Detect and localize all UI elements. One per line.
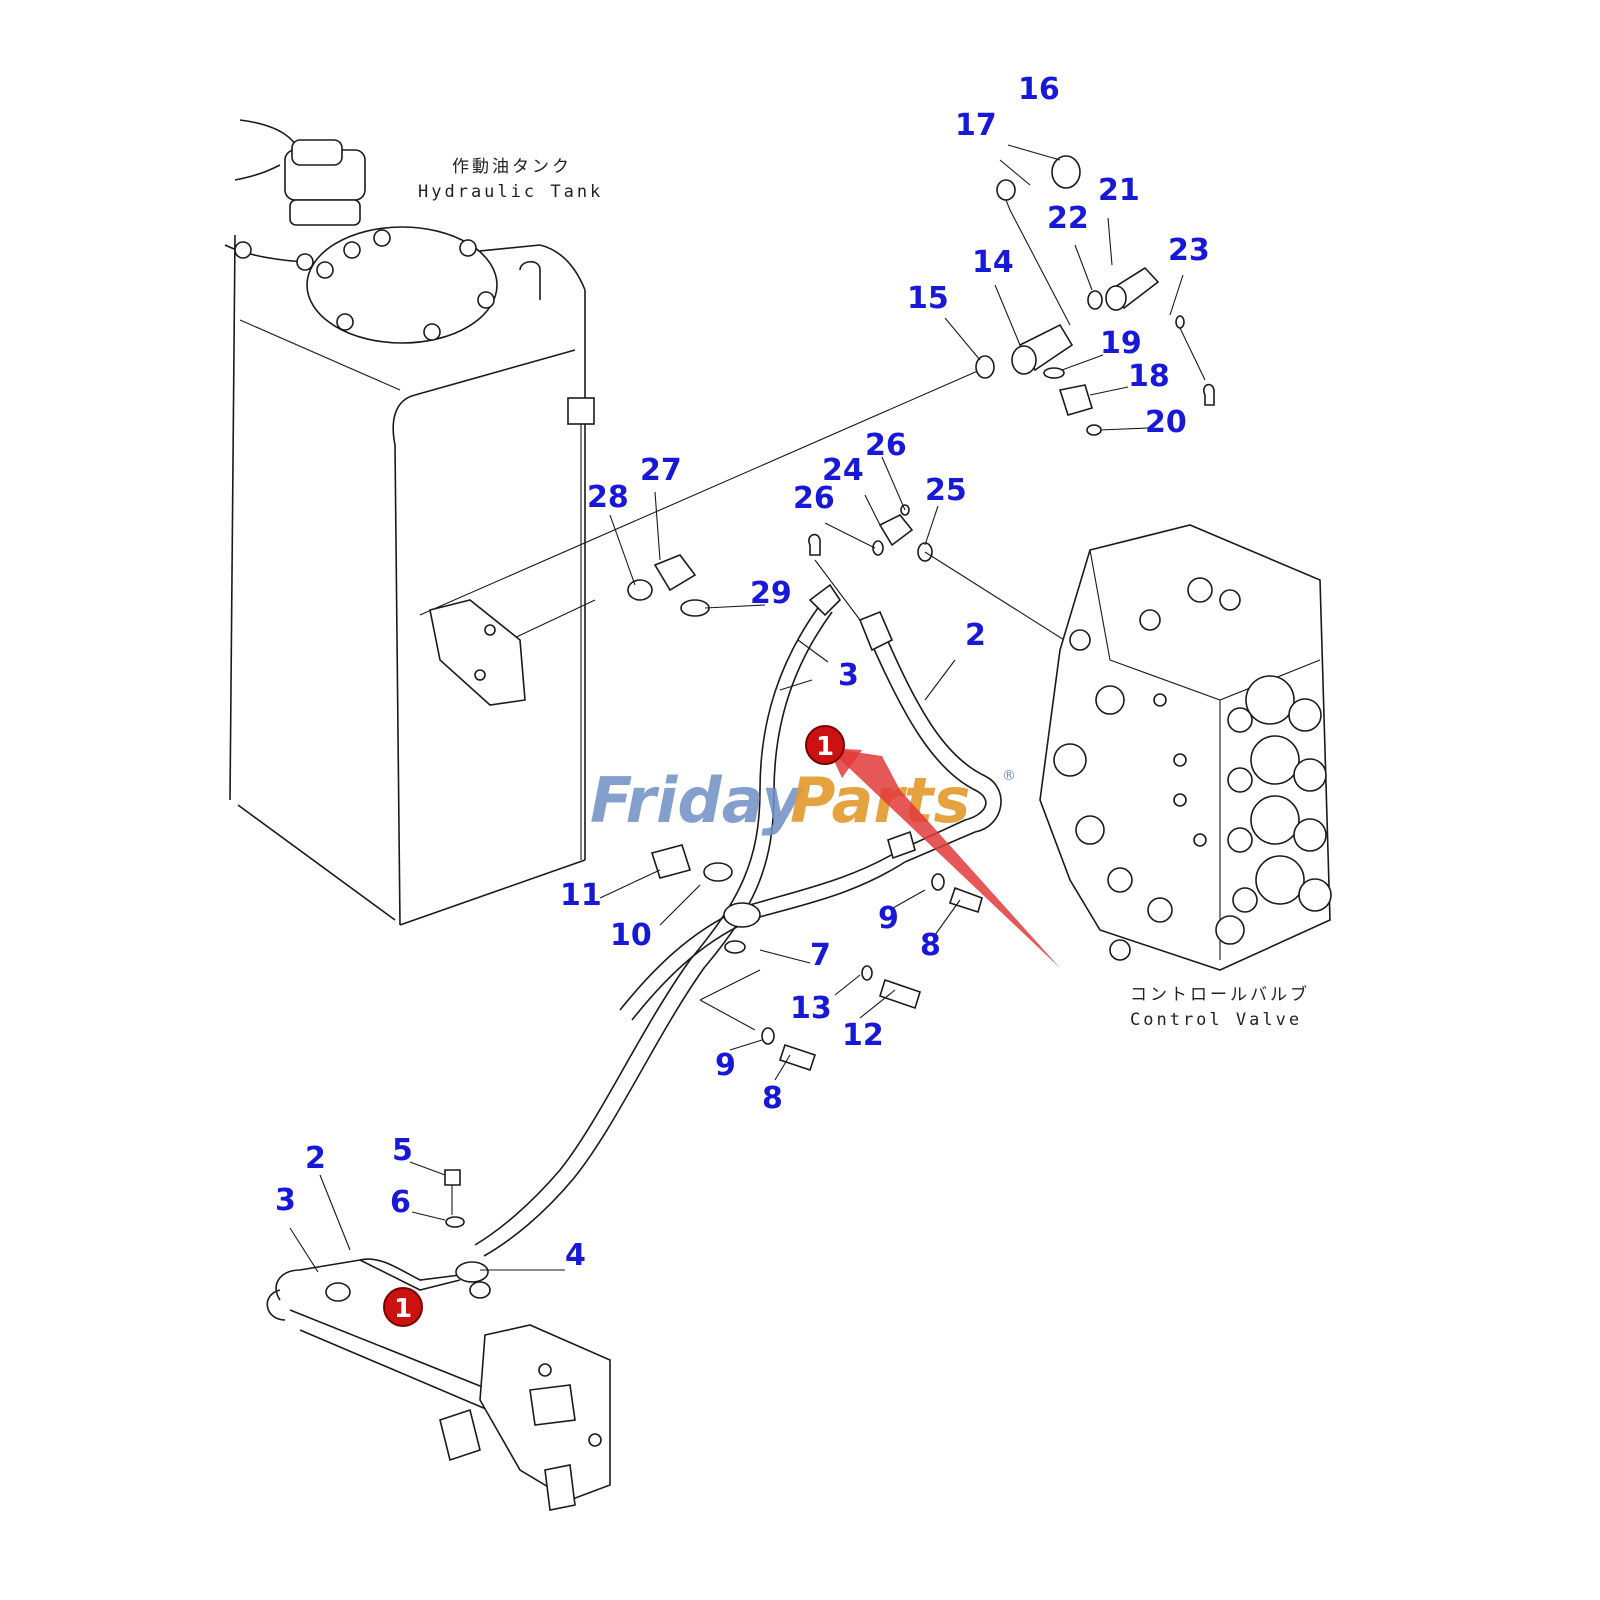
callout-labels: 16 17 21 22 23 14 15 19 18 20 26 24 26 2… xyxy=(275,72,1210,1273)
callout-20: 20 xyxy=(1145,405,1187,440)
hydraulic-tank xyxy=(224,119,595,926)
callout-15: 15 xyxy=(907,281,949,316)
callout-12: 12 xyxy=(842,1018,884,1053)
watermark-registered: ® xyxy=(1002,768,1016,784)
watermark-friday: Friday xyxy=(590,764,805,837)
callout-26-top: 26 xyxy=(865,428,907,463)
callout-26: 26 xyxy=(793,481,835,516)
captions: 作動油タンク Hydraulic Tank コントロールバルブ Control … xyxy=(418,157,1310,1030)
callout-9-upper: 9 xyxy=(878,901,899,936)
callout-3-lower: 3 xyxy=(275,1183,296,1218)
callout-8-upper: 8 xyxy=(920,928,941,963)
callout-25: 25 xyxy=(925,473,967,508)
callout-4: 4 xyxy=(565,1238,586,1273)
fasteners xyxy=(444,844,983,1228)
callout-21: 21 xyxy=(1098,173,1140,208)
callout-23: 23 xyxy=(1168,233,1210,268)
callout-10: 10 xyxy=(610,918,652,953)
callout-11: 11 xyxy=(560,878,602,913)
elbow-fitting xyxy=(653,554,697,592)
fitting-cluster xyxy=(808,155,1215,651)
callout-5: 5 xyxy=(392,1133,413,1168)
callout-6: 6 xyxy=(390,1185,411,1220)
callout-18: 18 xyxy=(1128,359,1170,394)
leader-lines xyxy=(289,144,1184,1273)
marker-1-upper xyxy=(805,725,845,765)
callout-13: 13 xyxy=(790,991,832,1026)
callout-3-upper: 3 xyxy=(838,658,859,693)
tank-sensor xyxy=(567,397,595,425)
callout-14: 14 xyxy=(972,245,1014,280)
control-valve xyxy=(1039,524,1332,971)
marker-1-lower xyxy=(383,1287,423,1327)
callout-7: 7 xyxy=(810,938,831,973)
return-tube xyxy=(419,369,981,706)
hoses xyxy=(474,583,1002,1257)
callout-16: 16 xyxy=(1018,72,1060,107)
valve-caption-jp: コントロールバルブ xyxy=(1130,984,1310,1005)
lower-assembly xyxy=(266,1258,611,1511)
callout-2-lower: 2 xyxy=(305,1141,326,1176)
mounting-bracket xyxy=(429,599,526,706)
highlight-arrow xyxy=(828,748,1060,968)
callout-9-lower: 9 xyxy=(715,1048,736,1083)
callout-17: 17 xyxy=(955,108,997,143)
highlight: 1 1 xyxy=(383,725,1060,1327)
callout-27: 27 xyxy=(640,453,682,488)
tank-caption-jp: 作動油タンク xyxy=(452,157,572,177)
marker-1-lower-label: 1 xyxy=(394,1294,412,1324)
tank-caption-en: Hydraulic Tank xyxy=(418,182,603,202)
valve-caption-en: Control Valve xyxy=(1130,1010,1302,1030)
callout-8-lower: 8 xyxy=(762,1081,783,1116)
callout-22: 22 xyxy=(1047,201,1089,236)
callout-28: 28 xyxy=(587,480,629,515)
watermark: Friday Parts ® xyxy=(590,764,1016,837)
marker-1-upper-label: 1 xyxy=(816,732,834,762)
callout-2-upper: 2 xyxy=(965,618,986,653)
callout-19: 19 xyxy=(1100,326,1142,361)
callout-29: 29 xyxy=(750,576,792,611)
callout-24: 24 xyxy=(822,453,864,488)
